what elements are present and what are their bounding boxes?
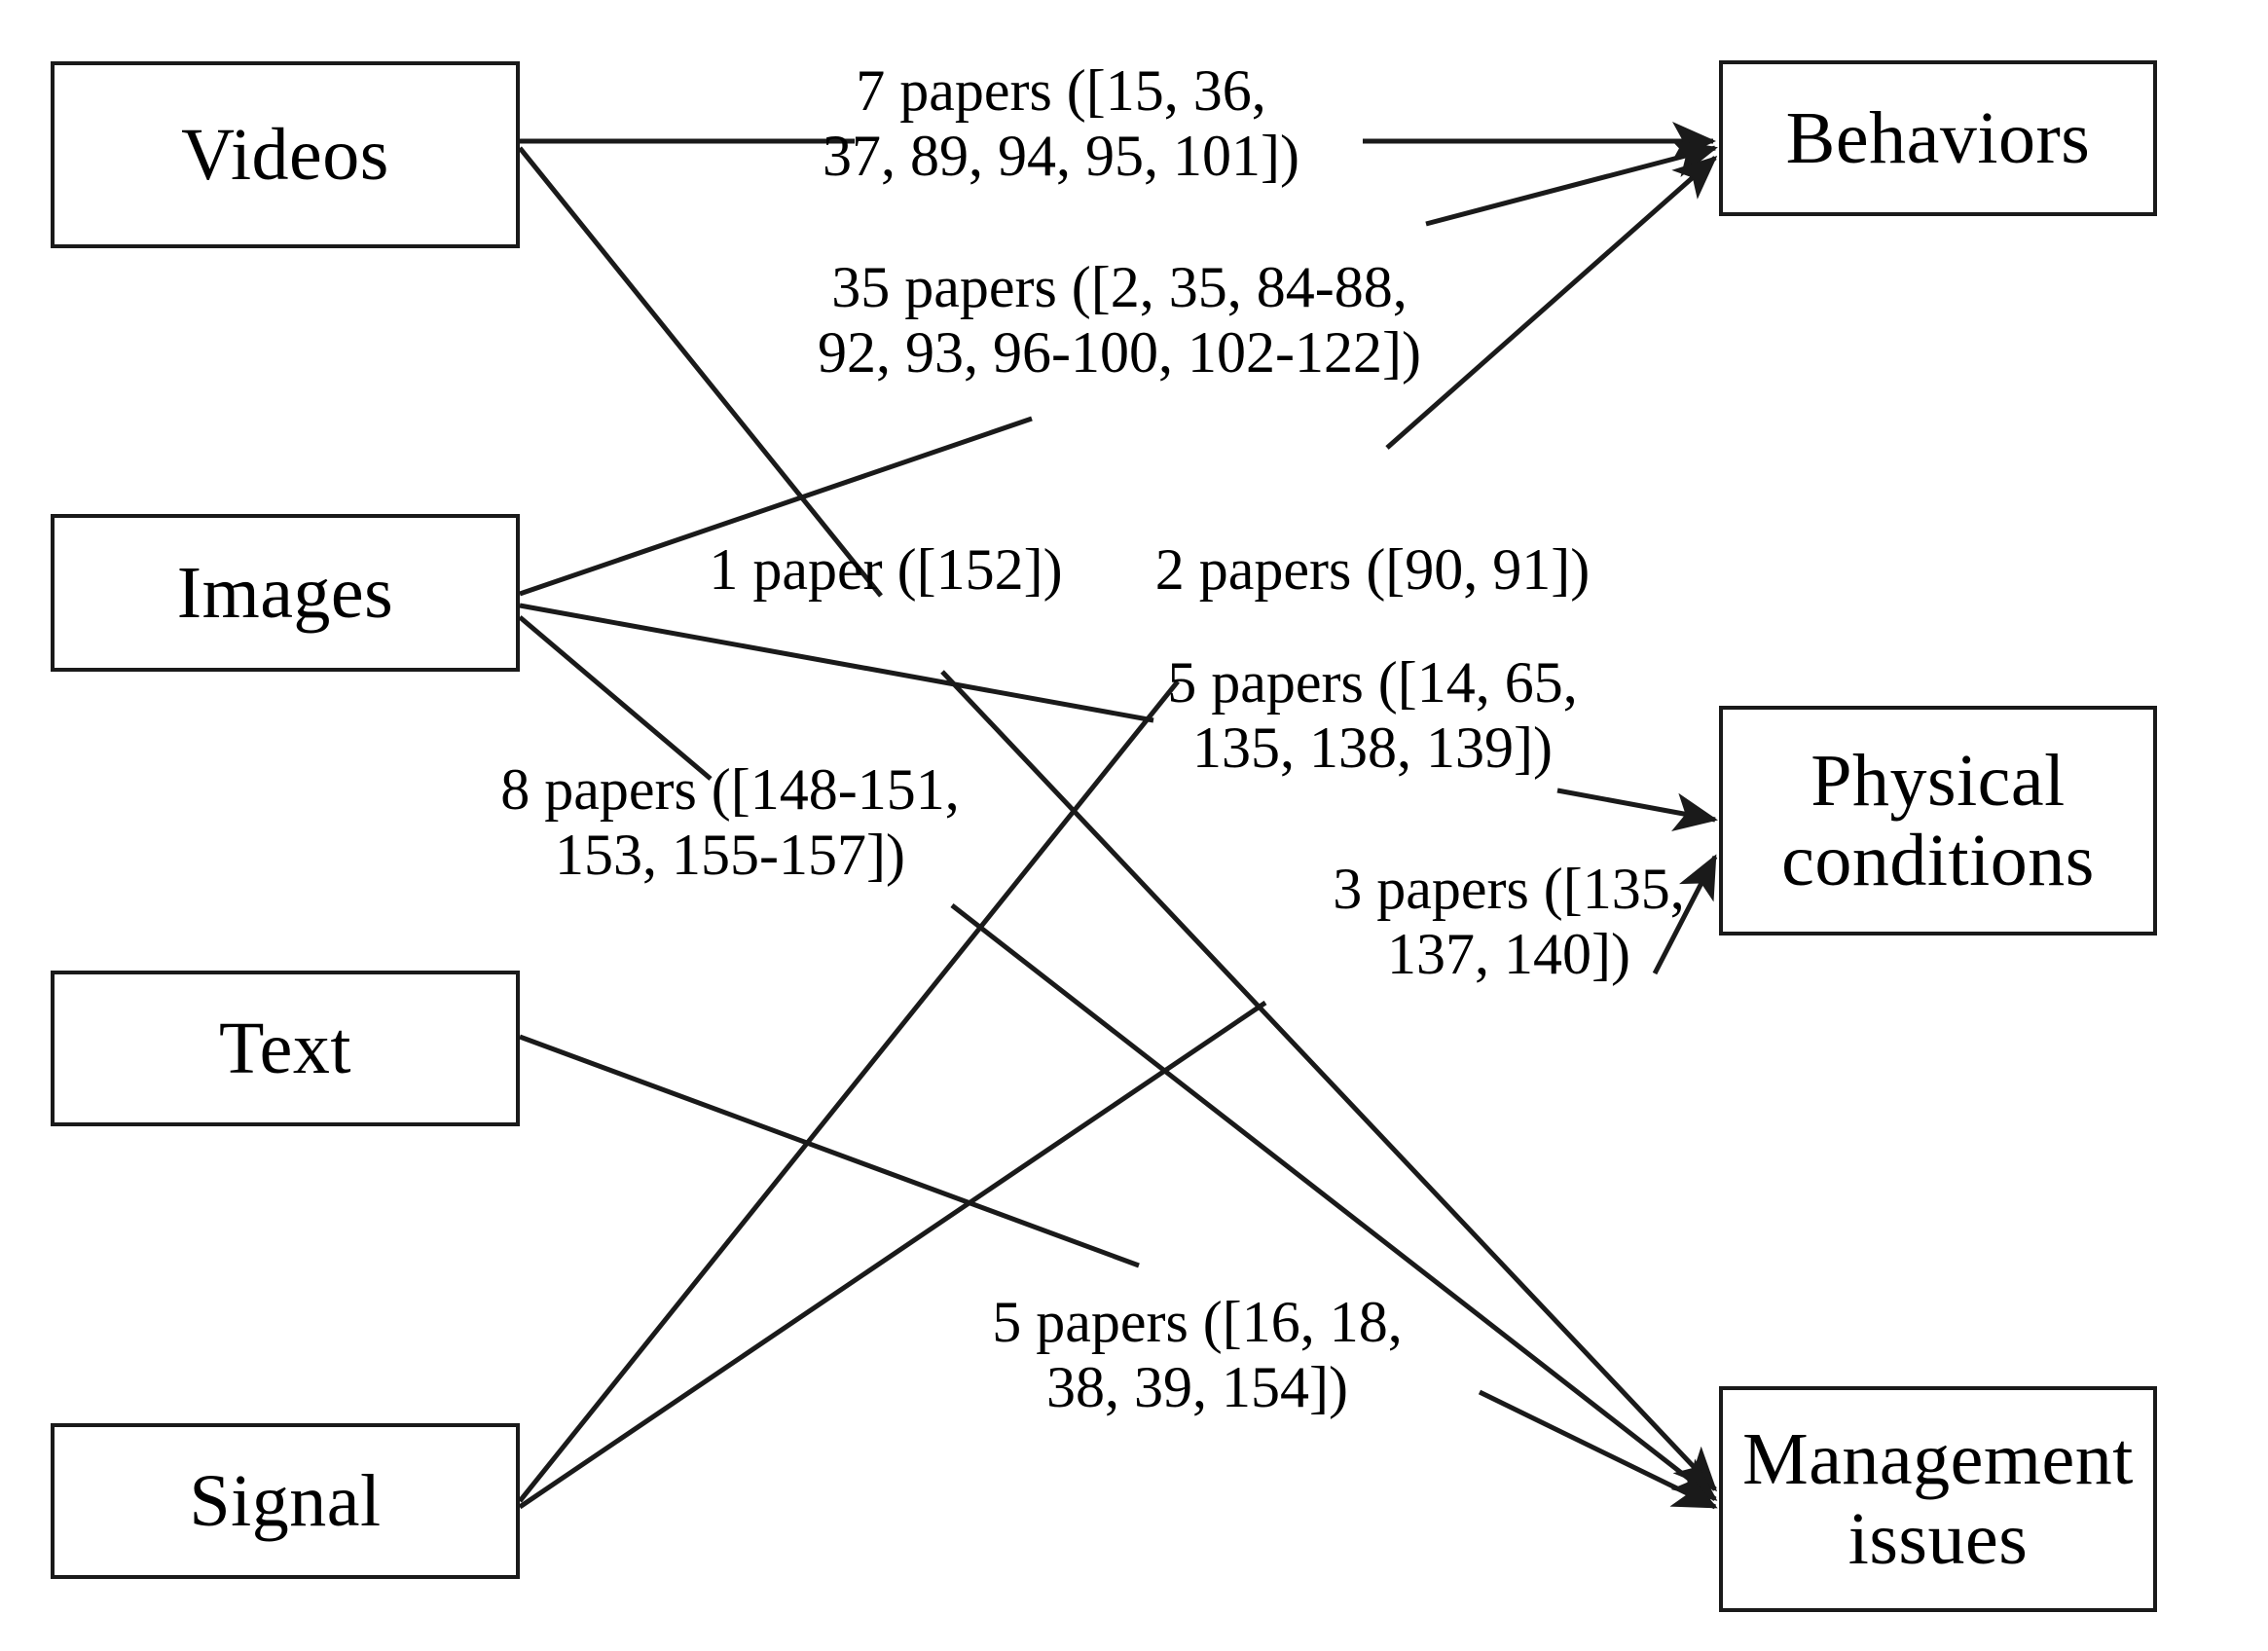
edge-signal-physical xyxy=(518,854,1718,1510)
node-signal-label: Signal xyxy=(189,1459,382,1542)
edge-images-physical xyxy=(519,603,1718,832)
node-images[interactable]: Images xyxy=(51,514,520,672)
edge-text-management xyxy=(519,1034,1718,1510)
node-management-issues[interactable]: Management issues xyxy=(1719,1386,2157,1612)
node-images-label: Images xyxy=(176,551,394,634)
edge-videos-management xyxy=(518,146,1718,1492)
node-text[interactable]: Text xyxy=(51,971,520,1126)
node-behaviors-label: Behaviors xyxy=(1785,96,2091,179)
edge-signal-behaviors xyxy=(518,156,1718,1503)
edge-images-behaviors xyxy=(519,139,1718,597)
node-videos[interactable]: Videos xyxy=(51,61,520,248)
edge-images-management xyxy=(518,615,1718,1501)
node-management-issues-label: Management issues xyxy=(1742,1417,2134,1580)
node-physical-conditions-label: Physical conditions xyxy=(1781,739,2095,901)
node-physical-conditions[interactable]: Physical conditions xyxy=(1719,706,2157,936)
node-videos-label: Videos xyxy=(181,113,389,196)
node-behaviors[interactable]: Behaviors xyxy=(1719,60,2157,216)
node-text-label: Text xyxy=(219,1007,351,1089)
node-signal[interactable]: Signal xyxy=(51,1423,520,1579)
